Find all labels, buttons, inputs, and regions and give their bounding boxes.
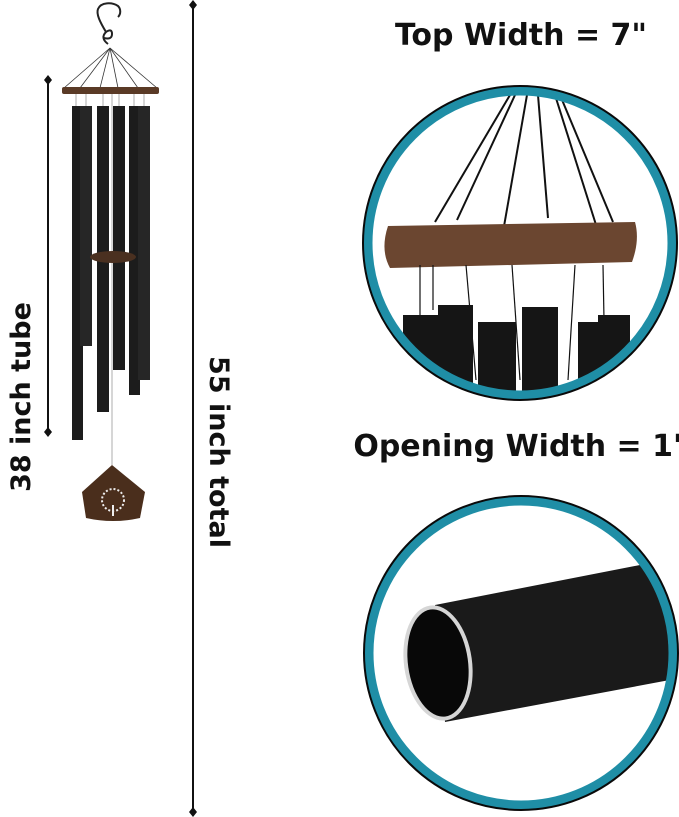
total-dimension-arrow — [189, 0, 197, 817]
tube-dimension-arrow — [44, 75, 52, 437]
top-width-detail — [362, 85, 678, 401]
opening-width-label: Opening Width = 1" — [353, 429, 679, 464]
tree-of-life-pendant-icon — [82, 465, 145, 521]
opening-width-detail — [363, 495, 679, 811]
total-length-label: 55 inch total — [203, 356, 234, 548]
top-width-label: Top Width = 7" — [395, 18, 647, 53]
hook-icon — [96, 2, 122, 45]
tube-length-label: 38 inch tube — [6, 302, 37, 492]
wind-chime-icon — [62, 2, 159, 521]
